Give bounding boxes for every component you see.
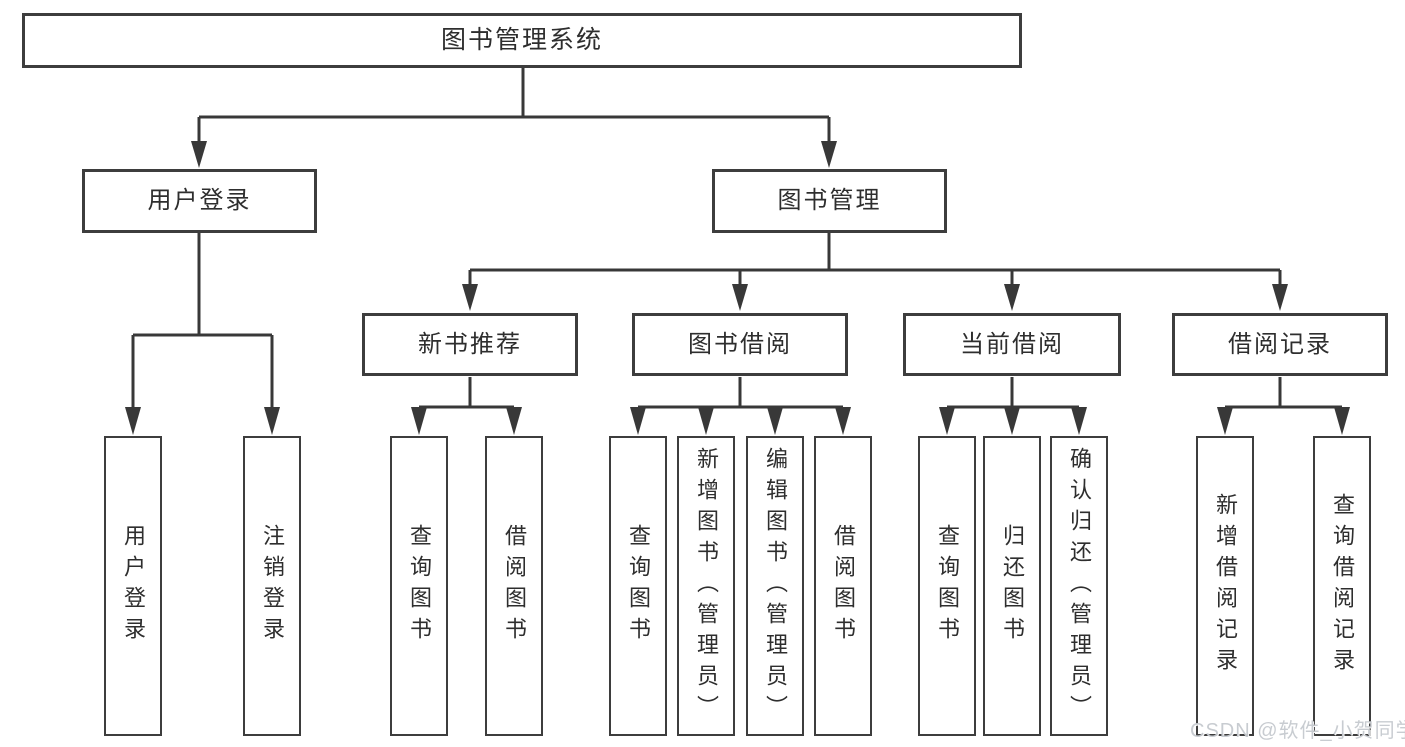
- leaf-return-books: 归还图书: [983, 436, 1041, 736]
- arrow-down-icon: [506, 407, 522, 435]
- arrow-down-icon: [630, 407, 646, 435]
- arrow-down-icon: [1334, 407, 1350, 435]
- csdn-watermark: CSDN @软件_小贺同学: [1190, 720, 1405, 742]
- node-library-management-system: 图书管理系统: [22, 13, 1022, 68]
- connector-new-book-children: [417, 377, 516, 409]
- leaf-query-borrow-record: 查询借阅记录: [1313, 436, 1371, 736]
- leaf-user-login: 用户登录: [104, 436, 162, 736]
- leaf-query-books: 查询图书: [918, 436, 976, 736]
- leaf-edit-books-admin: 编辑图书（管理员）: [746, 436, 804, 736]
- arrowheads: [125, 141, 1350, 435]
- arrow-down-icon: [835, 407, 851, 435]
- arrow-down-icon: [939, 407, 955, 435]
- arrow-down-icon: [1272, 284, 1288, 311]
- leaf-borrow-books: 借阅图书: [814, 436, 872, 736]
- arrow-down-icon: [191, 141, 207, 168]
- connector-current-borrow-children: [945, 377, 1081, 409]
- connector-borrow-record-children: [1223, 377, 1344, 409]
- arrow-down-icon: [264, 407, 280, 435]
- leaf-confirm-return-admin: 确认归还（管理员）: [1050, 436, 1108, 736]
- connector-book-management-to-level3: [468, 233, 1282, 286]
- arrow-down-icon: [767, 407, 783, 435]
- arrow-down-icon: [411, 407, 427, 435]
- leaf-add-books-admin: 新增图书（管理员）: [677, 436, 735, 736]
- leaf-query-books: 查询图书: [390, 436, 448, 736]
- connector-root-to-level2: [197, 68, 831, 142]
- connector-user-login-children: [131, 233, 274, 409]
- node-book-borrow: 图书借阅: [632, 313, 848, 376]
- node-new-book-recommend: 新书推荐: [362, 313, 578, 376]
- arrow-down-icon: [1217, 407, 1233, 435]
- arrow-down-icon: [1004, 407, 1020, 435]
- connector-book-borrow-children: [636, 377, 845, 409]
- arrow-down-icon: [125, 407, 141, 435]
- leaf-borrow-books: 借阅图书: [485, 436, 543, 736]
- leaf-query-books: 查询图书: [609, 436, 667, 736]
- node-book-management: 图书管理: [712, 169, 947, 233]
- arrow-down-icon: [1004, 284, 1020, 311]
- leaf-logout: 注销登录: [243, 436, 301, 736]
- leaf-add-borrow-record: 新增借阅记录: [1196, 436, 1254, 736]
- arrow-down-icon: [821, 141, 837, 168]
- node-borrow-records: 借阅记录: [1172, 313, 1388, 376]
- arrow-down-icon: [698, 407, 714, 435]
- arrow-down-icon: [1071, 407, 1087, 435]
- arrow-down-icon: [732, 284, 748, 311]
- node-current-borrow: 当前借阅: [903, 313, 1121, 376]
- node-user-login: 用户登录: [82, 169, 317, 233]
- arrow-down-icon: [462, 284, 478, 311]
